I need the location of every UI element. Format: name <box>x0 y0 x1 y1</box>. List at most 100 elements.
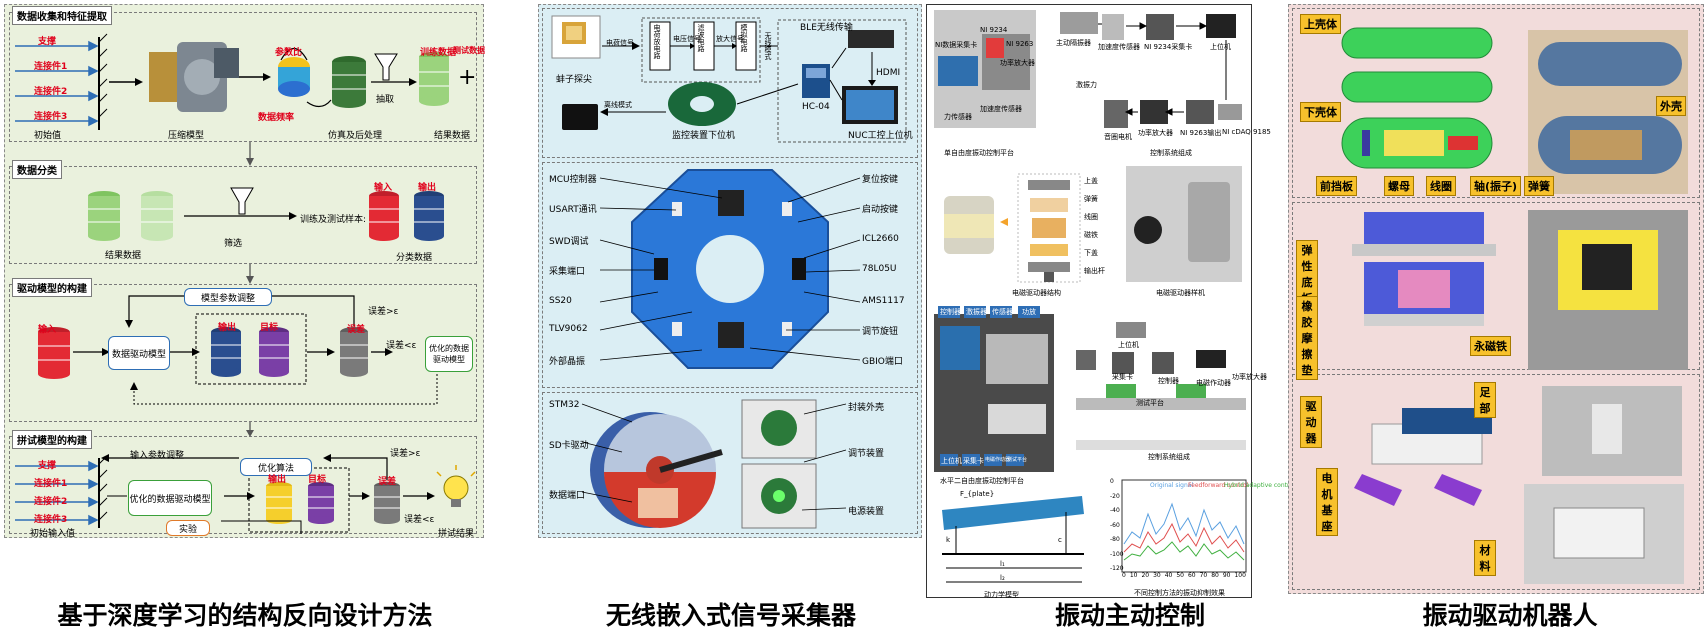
x-tick: 90 <box>1222 572 1231 579</box>
section4-graphics <box>15 454 476 534</box>
x-tick: 70 <box>1199 572 1208 579</box>
adjust-input-label: 输入参数调整 <box>130 451 185 461</box>
section-classification <box>9 166 477 264</box>
ctrl-label: 控制系统组成 <box>1150 149 1192 157</box>
cond-gt-4: 误差>ε <box>390 449 421 459</box>
optimized-model-box: 优化的数据驱动模型 <box>425 336 473 372</box>
nut-label: 螺母 <box>1384 176 1414 196</box>
section-data-collection <box>9 12 477 142</box>
dyn-mark-k: k <box>946 536 951 544</box>
ctrl2-item-3: 电磁作动器 <box>1196 379 1231 387</box>
input-connector2-4: 连接件2 <box>34 497 68 507</box>
actuator-label: 电磁驱动器结构 <box>1012 289 1061 297</box>
spec-label: 不同控制方法的振动抑制效果 <box>1134 589 1225 597</box>
x-tick: 10 <box>1129 572 1138 579</box>
result-label: 结果数据 <box>434 131 471 141</box>
outer-shell-label: 外壳 <box>1656 96 1686 116</box>
p2-mid-graphics <box>599 169 861 369</box>
ctrl2-item-0: 上位机 <box>1118 341 1139 349</box>
shell-label: 封装外壳 <box>848 403 885 413</box>
section1-graphics: + <box>15 33 476 130</box>
actuator-part-5: 输出杆 <box>1084 267 1105 275</box>
flow-top-0: 主动隔振器 <box>1056 39 1091 47</box>
p4-row1 <box>1292 8 1700 198</box>
shaft-label: 轴(振子) <box>1470 176 1522 196</box>
block-3: 放大信号 <box>716 35 744 43</box>
hdmi-label: HDMI <box>876 68 901 78</box>
x-tick: 20 <box>1141 572 1150 579</box>
lower-shell-label: 下壳体 <box>1300 102 1341 122</box>
spec-legend-2: Hybrid adaptive control <box>1224 482 1295 489</box>
p2-tag-6: 电磁作动器 <box>985 457 1011 463</box>
signal-label: 电荷信号 <box>606 39 634 47</box>
spring-label: 弹簧 <box>1524 176 1554 196</box>
foot-label: 足部 <box>1474 382 1496 418</box>
input-support: 支撑 <box>38 37 57 47</box>
p1-item-5: 加速度传感器 <box>980 105 1022 113</box>
spec-y-ticks: 0 -20 -40 -60 -80 -100 -120 <box>1110 478 1124 572</box>
y-tick: -100 <box>1110 550 1124 558</box>
stm-label: STM32 <box>549 400 580 410</box>
ctrl2-item-2: 控制器 <box>1158 377 1179 385</box>
p2-bot-section <box>542 392 918 534</box>
flow-bot-3: NI cDAQ 9185 <box>1222 128 1271 136</box>
y-tick: -40 <box>1110 507 1120 514</box>
data-driven-model-box: 数据驱动模型 <box>108 336 170 370</box>
p1-item-1: NI 9234 <box>980 26 1008 34</box>
p2-tag-5: 采集卡 <box>963 457 984 465</box>
target-label-4: 目标 <box>308 475 327 485</box>
init-input-label: 初始输入值 <box>30 529 76 539</box>
cond-lt: 误差<ε <box>386 341 417 351</box>
flow-top-3: 上位机 <box>1210 43 1231 51</box>
p4-graphics <box>1341 27 1688 584</box>
test-label: 测试数据 <box>453 46 485 55</box>
adjust-dev-label: 调节装置 <box>848 449 885 459</box>
hc-label: HC-04 <box>802 102 830 112</box>
model-label: 压缩模型 <box>168 131 205 141</box>
p4-row3 <box>1292 374 1700 590</box>
y-tick: -20 <box>1110 492 1120 500</box>
x-tick: 100 <box>1234 572 1246 579</box>
section-title: 数据分类 <box>12 160 62 179</box>
gbio-label: GBIO端口 <box>862 357 903 367</box>
tlv-label: TLV9062 <box>549 324 588 334</box>
material-label: 材料 <box>1474 540 1496 576</box>
section-title: 数据收集和特征提取 <box>12 6 112 25</box>
input-support-4: 支撑 <box>38 461 57 471</box>
model-adjust-box: 模型参数调整 <box>184 288 272 306</box>
acq-port-label: 采集端口 <box>549 267 586 277</box>
y-tick: -120 <box>1110 565 1124 572</box>
78l05-label: 78L05U <box>862 264 897 274</box>
x-tick: 50 <box>1176 572 1184 579</box>
flow-bot-2: NI 9263输出 <box>1180 129 1222 137</box>
x-tick: 80 <box>1211 572 1219 579</box>
ss20-label: SS20 <box>549 296 572 306</box>
icl-label: ICL2660 <box>862 234 899 244</box>
dyn-mark-l1: l₁ <box>1000 560 1005 568</box>
section-driver-model <box>9 284 477 422</box>
prototype-label: 电磁驱动器样机 <box>1156 289 1205 297</box>
dyn-mark-force: F_{plate} <box>960 490 995 498</box>
motor-base-label: 电机基座 <box>1316 468 1338 536</box>
caption-deep-learning: 基于深度学习的结构反向设计方法 <box>57 601 433 630</box>
magnet-label: 永磁铁 <box>1470 336 1511 356</box>
flow-bot-1: 功率放大器 <box>1138 129 1173 137</box>
block-0: 电荷放电路 <box>653 24 661 59</box>
p3-graphics <box>934 10 1247 594</box>
power-label: 电源装置 <box>848 507 885 517</box>
sample-label: 训练及测试样本: <box>300 215 367 225</box>
platform2-label: 水平二自由度振动控制平台 <box>940 477 1024 485</box>
test-cylinder <box>480 40 481 41</box>
cond-gt: 误差>ε <box>368 307 399 317</box>
sd-drive-label: SD卡驱动 <box>549 441 589 451</box>
section-title: 拼试模型的构建 <box>12 430 92 449</box>
p4-row2 <box>1292 202 1700 370</box>
input-connector3: 连接件3 <box>34 112 68 122</box>
input-connector3-4: 连接件3 <box>34 515 68 525</box>
data-port-label: 数据端口 <box>549 491 586 501</box>
freq-label: 数据频率 <box>258 113 295 123</box>
p2-tag-1: 激振器 <box>966 308 987 316</box>
upper-shell-label: 上壳体 <box>1300 14 1341 34</box>
init-label: 初始值 <box>34 131 62 141</box>
section3-graphics <box>38 295 438 405</box>
